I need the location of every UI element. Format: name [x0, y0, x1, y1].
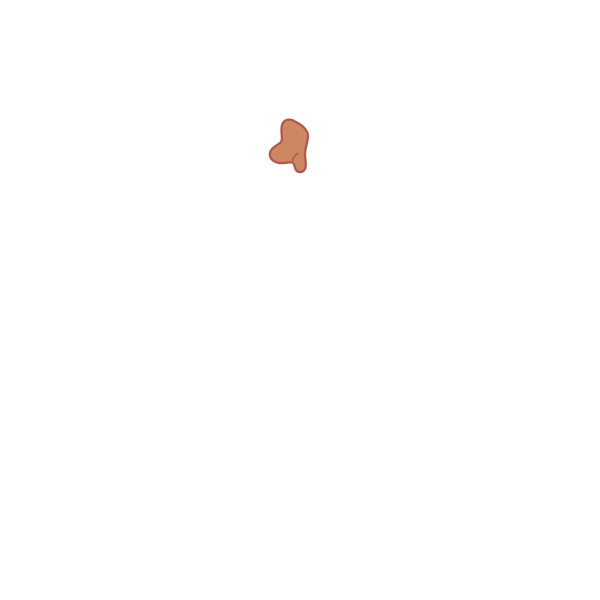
blob-fold-line — [291, 152, 299, 163]
blob-svg — [268, 118, 310, 174]
brown-blob-icon — [262, 112, 316, 178]
blob-shape — [268, 118, 310, 174]
